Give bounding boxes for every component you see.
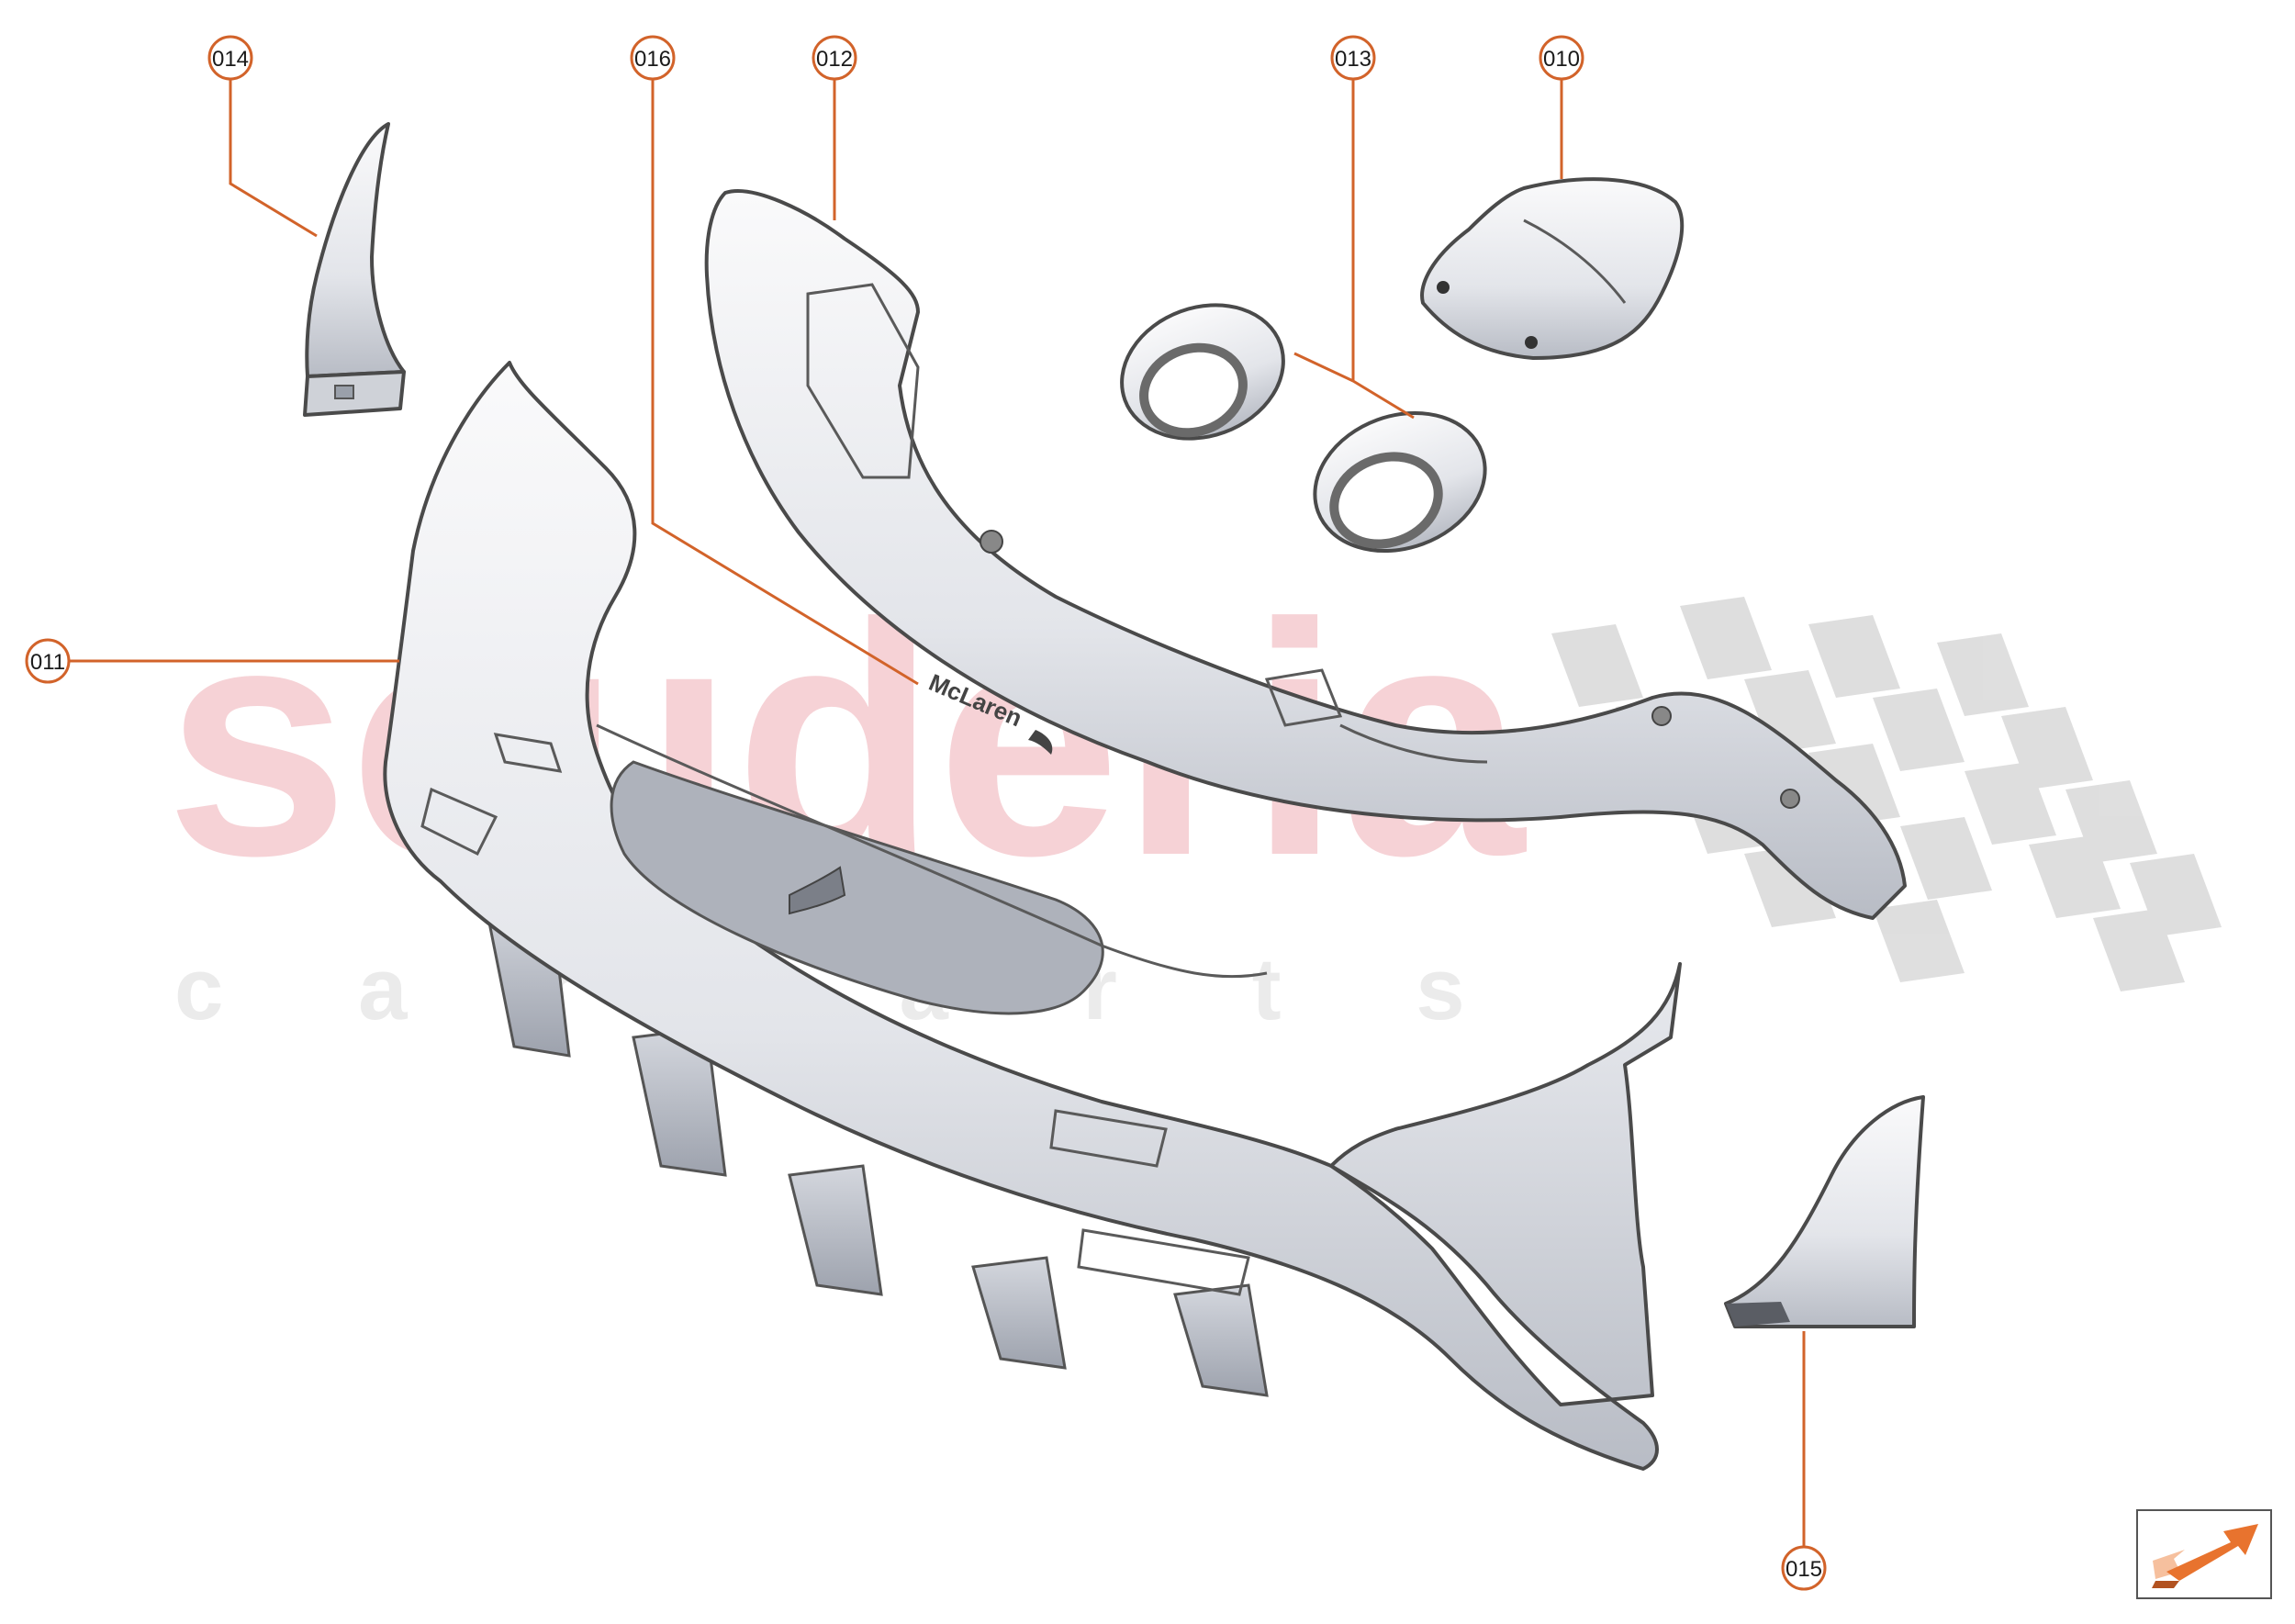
watermark-checkered-flag: [1551, 597, 2222, 991]
part-015-right-fin: [1724, 1095, 1925, 1329]
callout-016[interactable]: 016: [630, 35, 676, 81]
callout-012-label: 012: [816, 47, 853, 72]
next-view-button[interactable]: [2136, 1509, 2272, 1599]
callout-013-label: 013: [1335, 47, 1371, 72]
callout-014-label: 014: [212, 47, 249, 72]
part-011-rear-bumper: McLaren: [383, 361, 1682, 1471]
callout-010-label: 010: [1543, 47, 1580, 72]
leader-lines: [69, 79, 1806, 1547]
callout-010[interactable]: 010: [1539, 35, 1584, 81]
part-013-exhaust-finisher-right: [1313, 410, 1487, 554]
callout-013[interactable]: 013: [1330, 35, 1376, 81]
part-010-cover-plate: [1420, 177, 1685, 360]
forward-arrow-icon: [2152, 1524, 2258, 1588]
leader-013: [1293, 79, 1415, 420]
callout-014[interactable]: 014: [207, 35, 253, 81]
mclaren-logo-icon: [1028, 730, 1053, 755]
callout-012[interactable]: 012: [812, 35, 857, 81]
callout-015-label: 015: [1786, 1557, 1822, 1582]
callout-016-label: 016: [634, 47, 671, 72]
part-013-exhaust-finisher-left: [1120, 303, 1285, 441]
leader-016: [651, 79, 919, 686]
part-014-left-fin: [303, 122, 406, 417]
callout-011[interactable]: 011: [25, 638, 71, 684]
callout-011-label: 011: [30, 650, 65, 675]
part-012-upper-frame: [704, 189, 1907, 920]
leader-014: [229, 79, 318, 238]
callout-015[interactable]: 015: [1781, 1545, 1827, 1591]
